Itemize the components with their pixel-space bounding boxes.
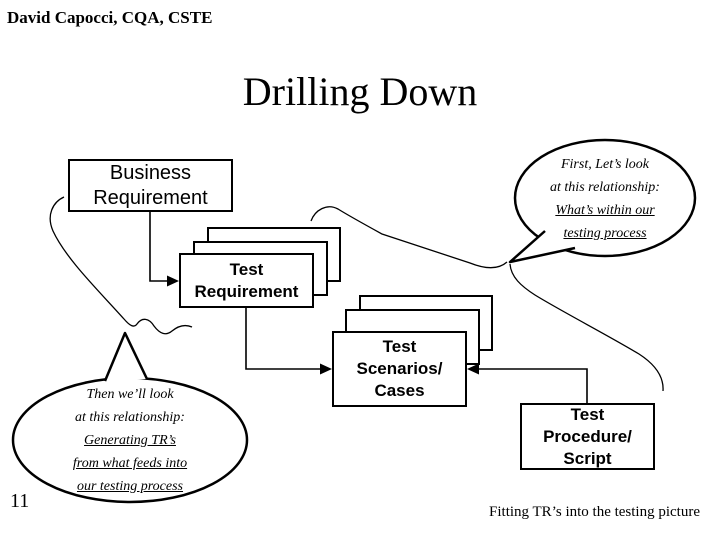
callout-then-text: Then we’ll look at this relationship: Ge… bbox=[22, 383, 238, 498]
callout-first-line: What’s within our bbox=[555, 203, 655, 218]
callout-first-line: First, Let’s look bbox=[560, 157, 650, 172]
box-business-requirement: Business Requirement bbox=[68, 159, 233, 212]
arrowhead-into-scenarios-left bbox=[320, 363, 332, 375]
connector-test-procedure-to-scenarios bbox=[478, 368, 588, 403]
callout-then-line: Generating TR’s bbox=[84, 433, 176, 448]
box-test-requirement: Test Requirement bbox=[179, 253, 314, 308]
callout-first-bubble bbox=[513, 138, 697, 258]
callout-then-line: our testing process bbox=[76, 479, 184, 494]
box-test-scenarios: Test Scenarios/ Cases bbox=[332, 331, 467, 407]
callout-then-line: from what feeds into bbox=[72, 456, 188, 471]
callout-first-tail bbox=[508, 230, 576, 264]
freeform-curve-left bbox=[49, 196, 193, 335]
page-number: 11 bbox=[10, 490, 30, 512]
callout-then-line: Then we’ll look bbox=[86, 387, 174, 402]
callout-then-line: at this relationship: bbox=[75, 410, 185, 425]
footer-note: Fitting TR’s into the testing picture bbox=[489, 504, 700, 520]
slide-author: David Capocci, CQA, CSTE bbox=[7, 8, 213, 27]
slide-title: Drilling Down bbox=[242, 69, 478, 114]
callout-first-line: at this relationship: bbox=[550, 180, 660, 195]
callout-first-line: testing process bbox=[563, 226, 647, 241]
callout-then-tail bbox=[103, 331, 149, 382]
connector-test-requirement-to-scenarios bbox=[245, 308, 321, 370]
arrowhead-into-scenarios-right bbox=[467, 363, 479, 375]
callout-first-text: First, Let’s look at this relationship: … bbox=[512, 153, 698, 245]
connector-business-to-test-requirement bbox=[149, 211, 168, 282]
arrowhead-into-test-requirement bbox=[167, 275, 179, 287]
freeform-curve-upper bbox=[310, 206, 508, 269]
freeform-curve-right bbox=[509, 263, 664, 392]
box-test-procedure: Test Procedure/ Script bbox=[520, 403, 655, 470]
